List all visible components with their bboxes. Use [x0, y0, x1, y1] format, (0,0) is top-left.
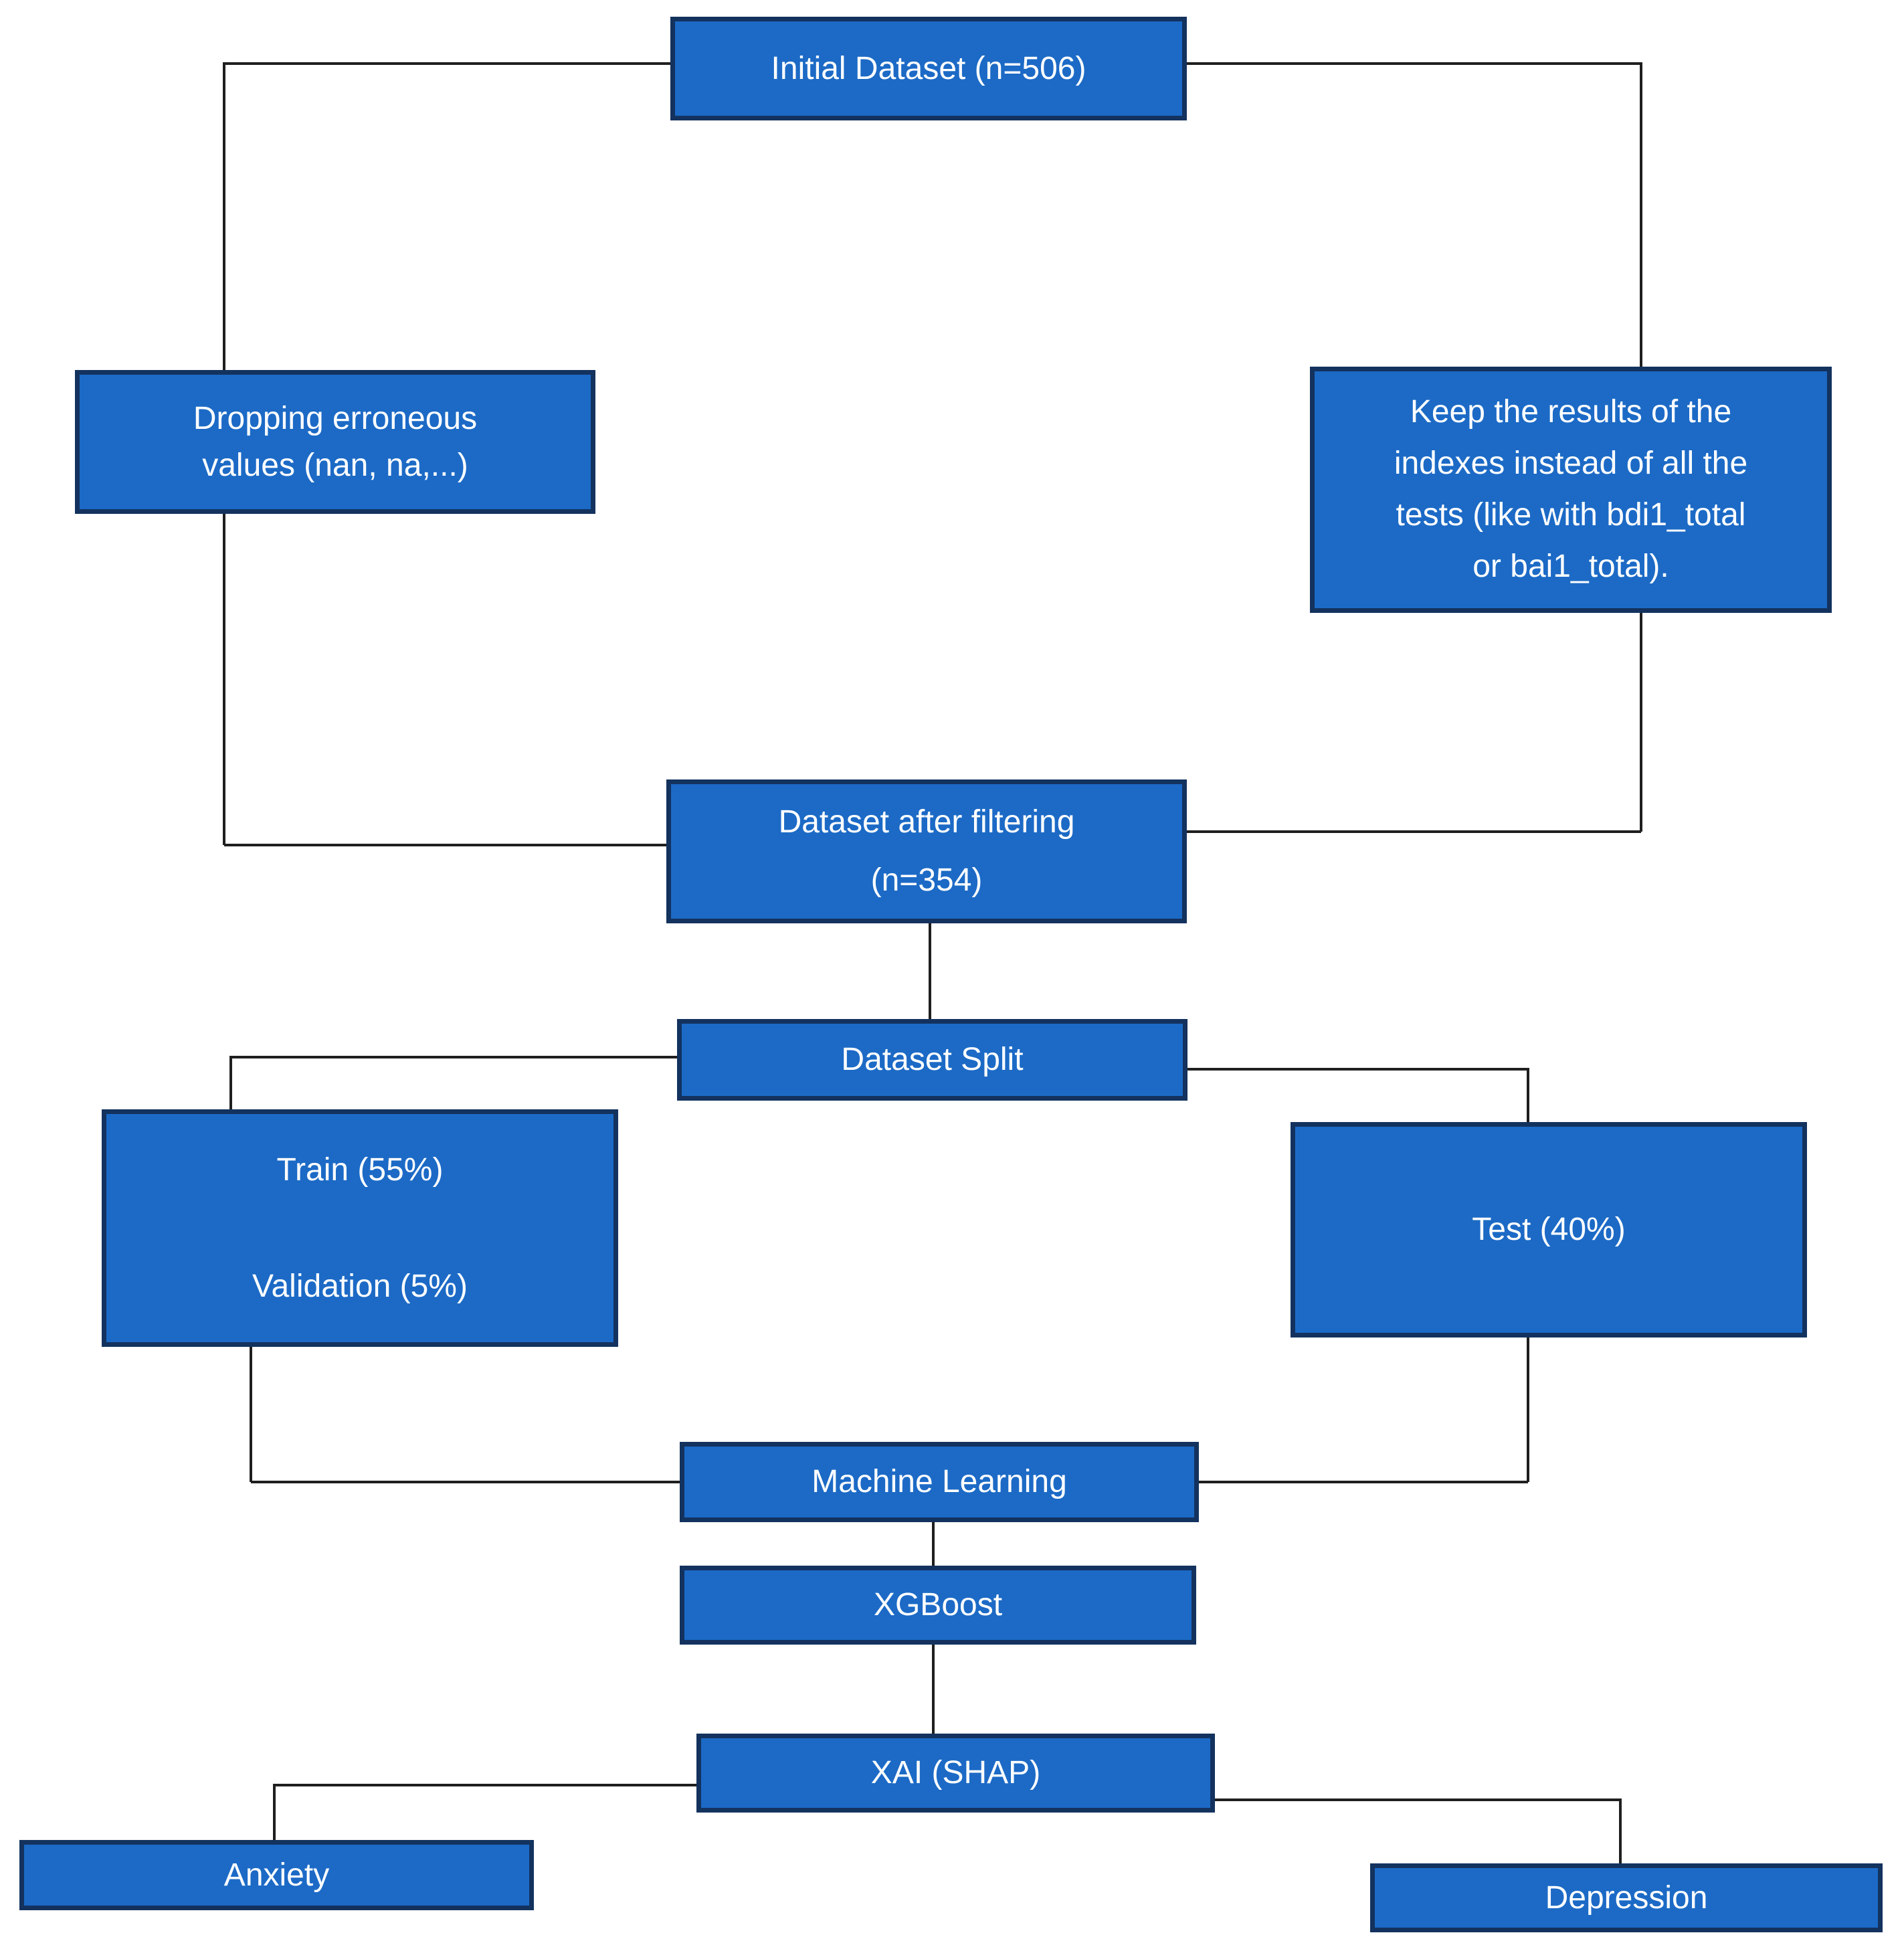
connector-dropping-to-filtering: [223, 514, 225, 845]
connector-ml-to-xgboost: [932, 1522, 935, 1566]
connector-dropping-to-filtering: [224, 844, 666, 846]
node-depression-label: Depression: [1545, 1879, 1708, 1916]
connector-initial-to-keep: [1640, 62, 1642, 367]
node-xai-shap-label: XAI (SHAP): [870, 1755, 1041, 1791]
node-xgboost: XGBoost: [680, 1566, 1196, 1645]
connector-test-to-ml: [1199, 1481, 1528, 1483]
node-dataset-split-label: Dataset Split: [841, 1042, 1024, 1078]
node-test-label: Test (40%): [1472, 1212, 1626, 1248]
node-anxiety-label: Anxiety: [223, 1857, 330, 1893]
connector-xai-to-anxiety: [273, 1784, 276, 1840]
connector-initial-to-dropping: [224, 62, 670, 65]
node-dropping-erroneous-values: Dropping erroneous values (nan, na,...): [75, 370, 595, 514]
connector-train-to-ml: [250, 1347, 252, 1482]
connector-train-to-ml: [251, 1481, 680, 1483]
connector-split-to-test: [1527, 1068, 1529, 1122]
node-depression: Depression: [1370, 1863, 1883, 1932]
node-dropping-erroneous-values-label: Dropping erroneous values (nan, na,...): [193, 400, 478, 483]
connector-test-to-ml: [1527, 1337, 1529, 1482]
node-xgboost-label: XGBoost: [873, 1587, 1003, 1623]
connector-keep-to-filtering: [1640, 613, 1642, 832]
connector-initial-to-keep: [1187, 62, 1641, 65]
connector-xgboost-to-xai: [932, 1645, 935, 1734]
node-test: Test (40%): [1291, 1122, 1807, 1337]
connector-split-to-train: [229, 1056, 232, 1109]
connector-xai-to-depression: [1215, 1798, 1622, 1801]
connector-split-to-train: [231, 1056, 677, 1058]
node-keep-index-results: Keep the results of the indexes instead …: [1310, 367, 1832, 613]
connector-keep-to-filtering: [1187, 830, 1641, 833]
connector-split-to-test: [1187, 1068, 1528, 1071]
connector-filtering-to-split: [929, 923, 931, 1019]
node-machine-learning: Machine Learning: [680, 1442, 1199, 1522]
connector-initial-to-dropping: [223, 62, 225, 370]
node-machine-learning-label: Machine Learning: [812, 1464, 1067, 1500]
connector-xai-to-anxiety: [274, 1784, 696, 1786]
node-dataset-after-filtering: Dataset after filtering (n=354): [666, 779, 1187, 923]
node-anxiety: Anxiety: [19, 1840, 534, 1910]
node-xai-shap: XAI (SHAP): [696, 1734, 1215, 1813]
connector-xai-to-depression: [1619, 1798, 1622, 1863]
node-initial-dataset: Initial Dataset (n=506): [670, 17, 1187, 120]
node-initial-dataset-label: Initial Dataset (n=506): [771, 50, 1086, 86]
node-dataset-split: Dataset Split: [677, 1019, 1187, 1101]
node-validation-label: Validation (5%): [252, 1268, 468, 1304]
node-train-label: Train (55%): [276, 1151, 444, 1188]
node-dataset-after-filtering-label: Dataset after filtering (n=354): [778, 804, 1075, 898]
node-keep-index-results-label: Keep the results of the indexes instead …: [1394, 394, 1748, 584]
node-train-validation: Train (55%) Validation (5%): [102, 1109, 618, 1347]
